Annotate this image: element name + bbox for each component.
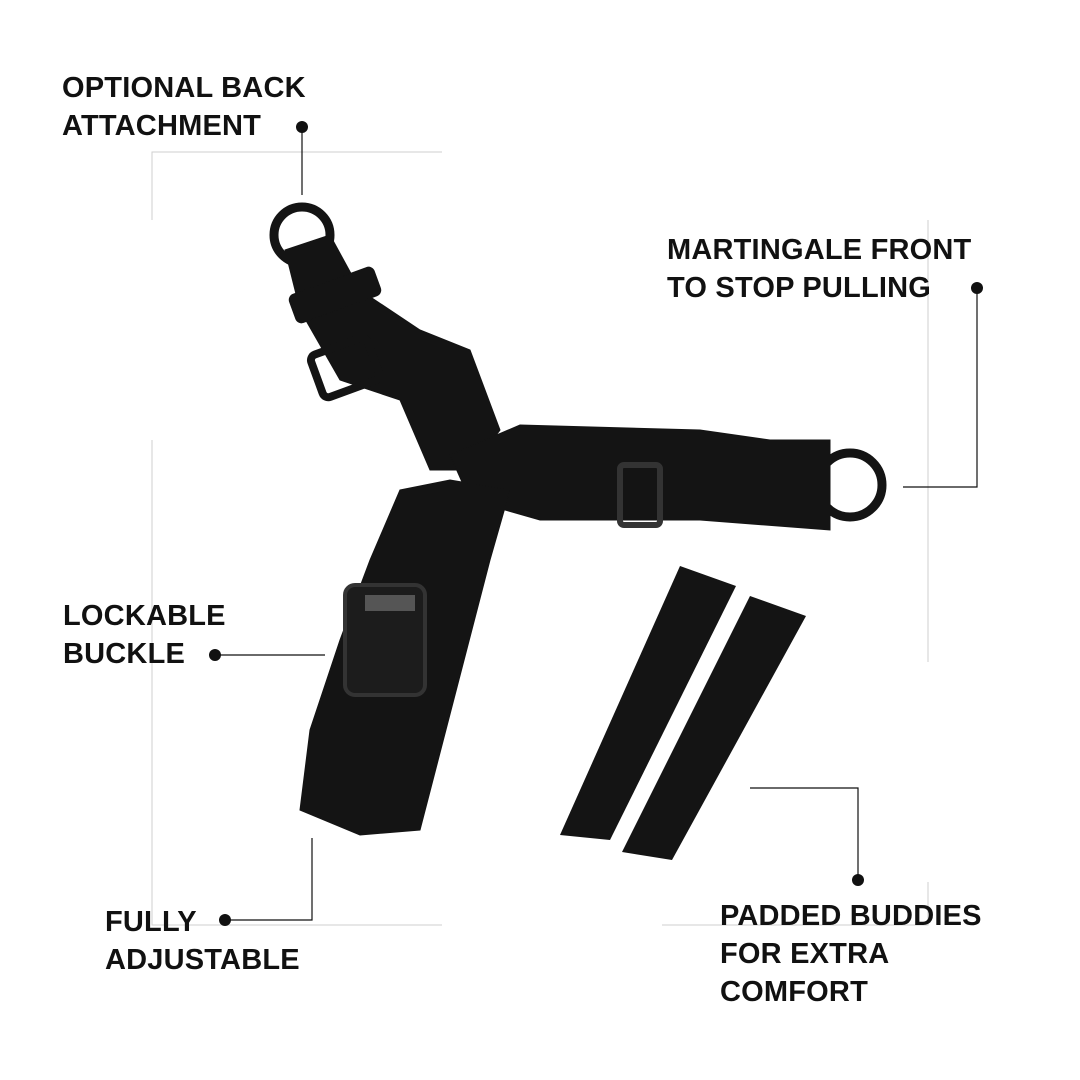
- dot-buckle: [209, 649, 221, 661]
- callout-text: ADJUSTABLE: [105, 944, 300, 976]
- callout-text: OPTIONAL BACK: [62, 72, 306, 104]
- callout-padded: PADDED BUDDIES FOR EXTRA COMFORT: [720, 897, 982, 1011]
- callout-text: MARTINGALE FRONT: [667, 234, 972, 266]
- leader-lines: [215, 127, 978, 921]
- frame-lines: [151, 151, 929, 926]
- callout-adjustable: FULLY ADJUSTABLE: [105, 903, 300, 979]
- callout-text: BUCKLE: [63, 638, 186, 670]
- callout-text: ATTACHMENT: [62, 110, 262, 142]
- dot-padded: [852, 874, 864, 886]
- dot-martingale: [971, 282, 983, 294]
- callout-text: COMFORT: [720, 976, 868, 1008]
- callout-back-attachment: OPTIONAL BACK ATTACHMENT: [62, 69, 306, 145]
- dot-adjustable: [219, 914, 231, 926]
- callout-text: PADDED BUDDIES: [720, 900, 982, 932]
- dot-back-attachment: [296, 121, 308, 133]
- callout-dots: [209, 121, 983, 926]
- callout-buckle: LOCKABLE BUCKLE: [63, 597, 226, 673]
- callout-text: FULLY: [105, 906, 197, 938]
- product-padded-sleeves: [560, 566, 806, 860]
- product-harness: [269, 202, 887, 836]
- callout-text: LOCKABLE: [63, 600, 226, 632]
- callout-text: TO STOP PULLING: [667, 272, 932, 304]
- callout-text: FOR EXTRA: [720, 938, 890, 970]
- callout-martingale: MARTINGALE FRONT TO STOP PULLING: [667, 231, 971, 307]
